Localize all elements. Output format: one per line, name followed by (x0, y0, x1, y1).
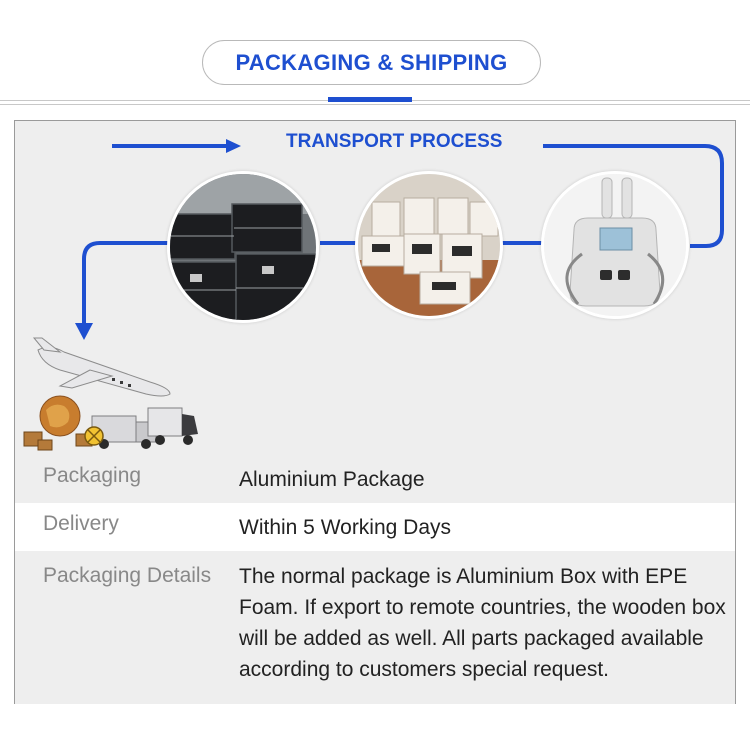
page-title: PACKAGING & SHIPPING (202, 40, 541, 85)
right-arrow-icon (226, 139, 241, 153)
down-arrow-icon (75, 323, 93, 340)
airplane-trucks-globe-icon (23, 337, 198, 451)
table-row (15, 454, 735, 503)
packaging-details-table: Packaging Aluminium Package Delivery Wit… (15, 454, 735, 704)
table-row (15, 503, 735, 551)
row-label-packaging: Packaging (43, 464, 142, 487)
row-label-packaging-details: Packaging Details (43, 564, 212, 587)
transport-process-title: TRANSPORT PROCESS (286, 131, 503, 152)
table-row (15, 551, 735, 704)
row-value-packaging-details: The normal package is Aluminium Box with… (239, 565, 726, 681)
open-boxes-photo (355, 171, 503, 319)
row-value-delivery: Within 5 Working Days (239, 516, 452, 539)
row-value-packaging: Aluminium Package (239, 468, 425, 491)
flow-line-top-right (543, 144, 724, 248)
beauty-machine-photo (541, 171, 689, 319)
header-accent-bar (328, 97, 412, 102)
flow-line-down-left (82, 241, 170, 325)
header-divider-bottom (0, 104, 750, 105)
aluminium-cases-photo (167, 171, 319, 323)
row-label-delivery: Delivery (43, 512, 119, 535)
